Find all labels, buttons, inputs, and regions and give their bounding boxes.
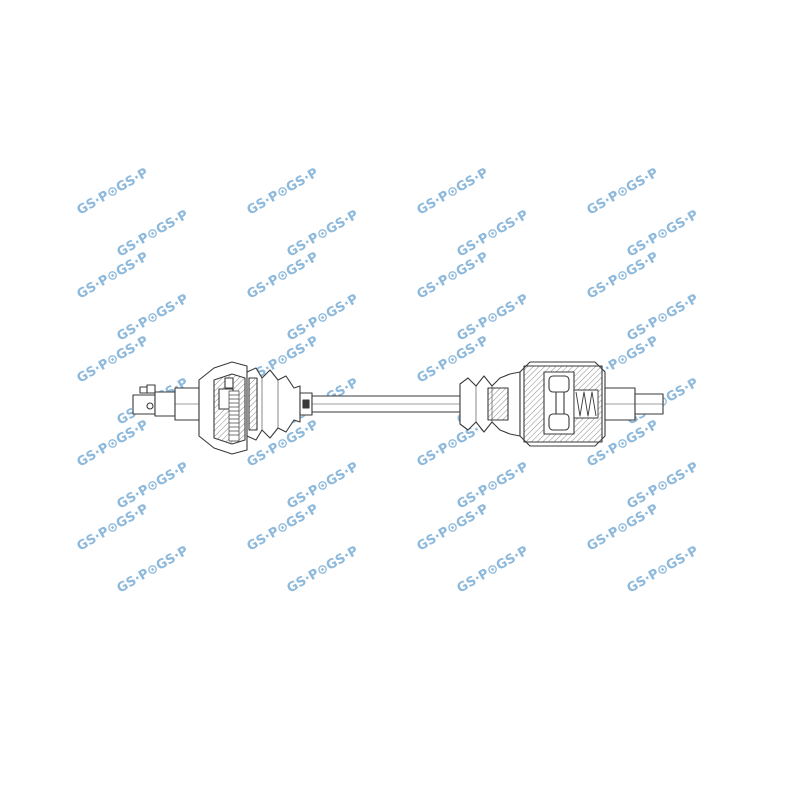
abs-tone-ring [228,390,240,442]
gsp-watermark-text: GS·P⊙GS·P [455,544,532,597]
gsp-watermark-text: GS·P⊙GS·P [115,460,192,513]
gsp-watermark-text: GS·P⊙GS·P [115,208,192,261]
gsp-watermark-text: GS·P⊙GS·P [625,292,702,345]
inner-stub-shaft [604,387,664,421]
gsp-watermark-text: GS·P⊙GS·P [75,418,152,471]
gsp-watermark-text: GS·P⊙GS·P [585,166,662,219]
gsp-watermark-text: GS·P⊙GS·P [625,544,702,597]
gsp-watermark-text: GS·P⊙GS·P [285,292,362,345]
gsp-watermark-text: GS·P⊙GS·P [115,544,192,597]
gsp-watermark-text: GS·P⊙GS·P [625,460,702,513]
gsp-watermark-text: GS·P⊙GS·P [415,502,492,555]
gsp-watermark-text: GS·P⊙GS·P [285,544,362,597]
gsp-watermark-text: GS·P⊙GS·P [455,292,532,345]
gsp-watermark-text: GS·P⊙GS·P [75,166,152,219]
gsp-watermark-text: GS·P⊙GS·P [245,250,322,303]
tripod-spring [573,389,599,419]
gsp-watermark-text: GS·P⊙GS·P [415,250,492,303]
gsp-watermark-text: GS·P⊙GS·P [625,208,702,261]
gsp-watermark-text: GS·P⊙GS·P [585,502,662,555]
gsp-watermark-text: GS·P⊙GS·P [245,166,322,219]
shaft-bar [311,395,461,413]
outer-spindle-end [132,384,200,421]
gsp-watermark-text: GS·P⊙GS·P [115,292,192,345]
gsp-watermark-text: GS·P⊙GS·P [75,502,152,555]
inner-boot [459,371,521,437]
gsp-watermark-text: GS·P⊙GS·P [455,208,532,261]
inner-tripod-joint [519,361,606,447]
gsp-watermark-text: GS·P⊙GS·P [75,334,152,387]
gsp-watermark-text: GS·P⊙GS·P [285,460,362,513]
gsp-watermark-text: GS·P⊙GS·P [585,250,662,303]
gsp-watermark-text: GS·P⊙GS·P [285,208,362,261]
gsp-watermark-text: GS·P⊙GS·P [415,334,492,387]
drive-shaft-diagram [132,361,664,455]
outer-boot [246,367,313,441]
gsp-watermark-text: GS·P⊙GS·P [415,166,492,219]
outer-cv-joint [198,361,248,455]
gsp-watermark-text: GS·P⊙GS·P [455,460,532,513]
gsp-watermark-text: GS·P⊙GS·P [245,502,322,555]
gsp-watermark-text: GS·P⊙GS·P [75,250,152,303]
